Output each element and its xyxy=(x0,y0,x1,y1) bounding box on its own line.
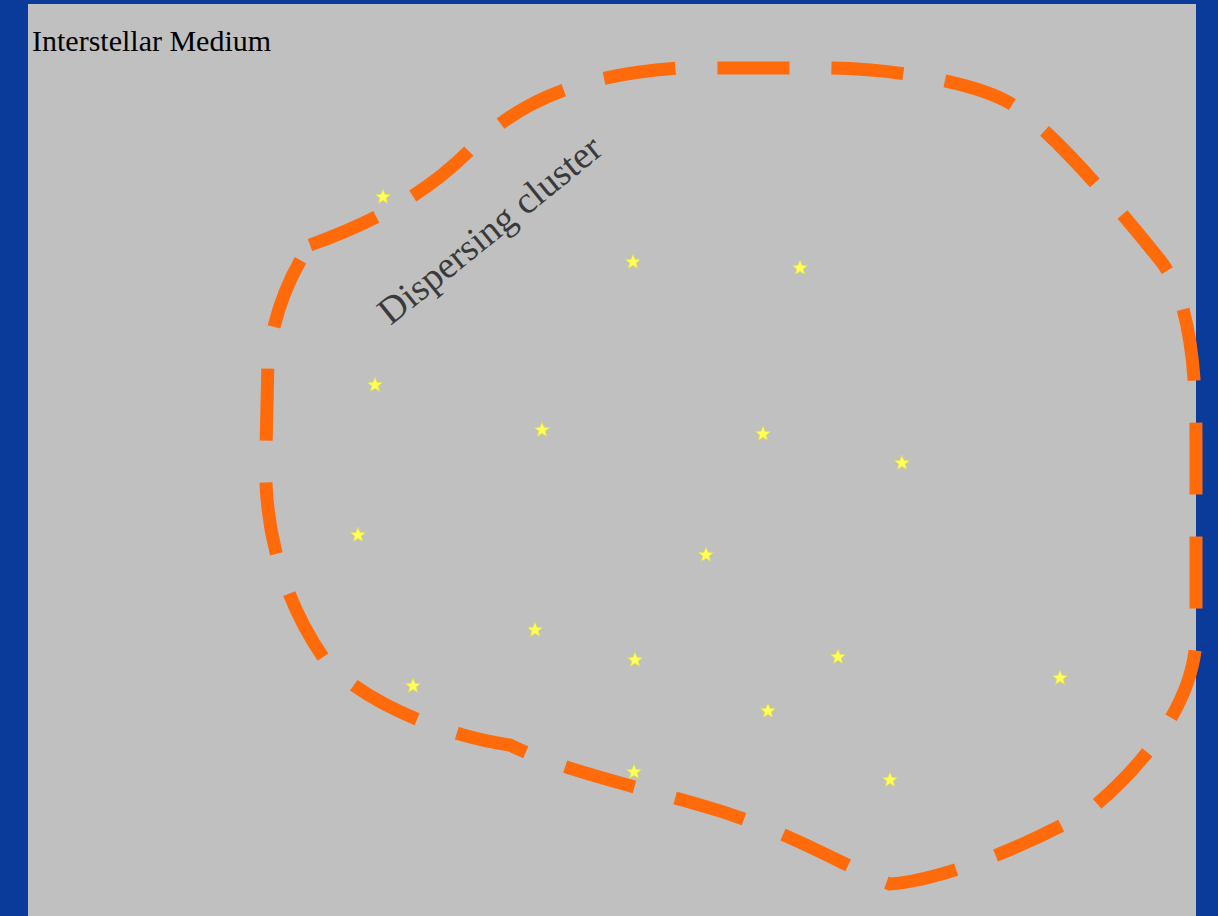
medium-region: Interstellar MediumDispersing cluster xyxy=(28,4,1196,916)
dashed-outline xyxy=(260,65,1205,890)
star xyxy=(350,527,365,541)
cluster-boundary xyxy=(266,68,1196,884)
star xyxy=(830,649,845,663)
cluster-outline: Dispersing cluster xyxy=(260,65,1205,890)
region-title: Interstellar Medium xyxy=(32,24,271,59)
cluster-label: Dispersing cluster xyxy=(369,126,611,333)
star xyxy=(405,678,420,692)
star xyxy=(625,254,640,268)
star xyxy=(792,260,807,274)
star xyxy=(527,622,542,636)
star xyxy=(882,772,897,786)
star xyxy=(367,377,382,391)
star xyxy=(375,189,390,203)
star xyxy=(894,455,909,469)
star xyxy=(534,422,549,436)
star xyxy=(627,652,642,666)
star xyxy=(1052,670,1067,684)
star xyxy=(755,426,770,440)
star xyxy=(698,547,713,561)
star xyxy=(760,703,775,717)
star xyxy=(626,764,641,778)
